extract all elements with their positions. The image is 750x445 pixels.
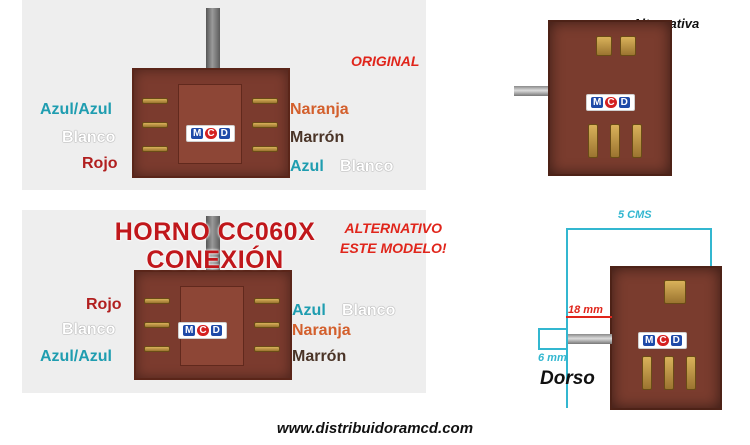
wire-label-right-3b: Blanco — [340, 158, 394, 175]
terminal — [664, 280, 686, 304]
terminal — [252, 146, 278, 152]
depth-dimension-label: 18 mm — [568, 304, 603, 316]
wire-label-right-3: Marrón — [292, 348, 347, 365]
logo-letter: D — [218, 128, 230, 139]
oven-model-title: HORNO CC060X CONEXIÓN — [95, 218, 335, 274]
terminal — [254, 346, 280, 352]
terminal — [588, 124, 598, 158]
terminal — [596, 36, 612, 56]
oven-model-title-line2: CONEXIÓN — [146, 246, 284, 274]
switch-center-block — [178, 84, 242, 164]
depth-dimension-line — [566, 316, 612, 346]
terminal — [632, 124, 642, 158]
terminal — [252, 98, 278, 104]
terminal — [142, 146, 168, 152]
switch-center-block — [180, 286, 244, 366]
terminal — [252, 122, 278, 128]
wire-label-right-1: Naranja — [290, 101, 349, 118]
switch-shaft-horizontal — [568, 334, 612, 344]
terminal — [144, 298, 170, 304]
terminal — [620, 36, 636, 56]
switch-shaft — [206, 216, 220, 272]
original-tag: ORIGINAL — [351, 53, 420, 69]
width-dimension-label: 5 CMS — [618, 209, 652, 221]
terminal — [610, 124, 620, 158]
mcd-logo: M C D — [186, 125, 235, 142]
terminal — [254, 322, 280, 328]
wire-label-right-2: Naranja — [292, 322, 351, 339]
logo-letter: D — [670, 335, 682, 346]
logo-letter: C — [205, 128, 217, 139]
wire-label-left-3: Rojo — [82, 155, 118, 172]
wire-label-right-2: Marrón — [290, 129, 345, 146]
wire-label-right-1a: Azul — [292, 302, 326, 319]
logo-letter: M — [643, 335, 656, 346]
wire-label-left-3: Azul/Azul — [40, 348, 112, 365]
switch-shaft-horizontal — [514, 86, 564, 96]
logo-letter: M — [191, 128, 204, 139]
dorso-switch-photo: M C D — [610, 266, 722, 410]
dorso-caption: Dorso — [540, 368, 595, 389]
alternative-wiring-photo: M C D Rojo Blanco Azul/Azul Azul Blanco … — [22, 210, 426, 393]
wire-label-left-1: Rojo — [86, 296, 122, 313]
oven-model-title-line1: HORNO CC060X — [114, 218, 316, 246]
terminal — [664, 356, 674, 390]
alternativa-switch-photo: M C D — [548, 20, 672, 176]
wire-label-left-1: Azul/Azul — [40, 101, 112, 118]
logo-letter: C — [657, 335, 669, 346]
switch-shaft — [206, 8, 220, 72]
terminal — [144, 322, 170, 328]
shaft-dimension-label: 6 mm — [538, 352, 567, 364]
wire-label-right-3a: Azul — [290, 158, 324, 175]
original-wiring-photo: M C D Azul/Azul Blanco Rojo Naranja Marr… — [22, 0, 426, 190]
switch-body — [132, 68, 290, 178]
wire-label-left-2: Blanco — [62, 321, 116, 338]
terminal — [142, 122, 168, 128]
logo-letter: C — [197, 325, 209, 336]
terminal — [144, 346, 170, 352]
logo-letter: C — [605, 97, 617, 108]
logo-letter: D — [210, 325, 222, 336]
alternative-note-line1: ALTERNATIVO — [344, 220, 443, 236]
mcd-logo: M C D — [586, 94, 635, 111]
wire-label-right-1b: Blanco — [342, 302, 396, 319]
alternative-note: ALTERNATIVO ESTE MODELO! — [340, 218, 447, 258]
website-url[interactable]: www.distribuidoramcd.com — [276, 420, 474, 437]
terminal — [686, 356, 696, 390]
logo-letter: M — [183, 325, 196, 336]
mcd-logo: M C D — [178, 322, 227, 339]
terminal — [254, 298, 280, 304]
logo-letter: D — [618, 97, 630, 108]
alternative-note-line2: ESTE MODELO! — [340, 240, 447, 256]
wire-label-left-2: Blanco — [62, 129, 116, 146]
shaft-dimension-box — [538, 328, 568, 350]
logo-letter: M — [591, 97, 604, 108]
terminal — [142, 98, 168, 104]
terminal — [642, 356, 652, 390]
mcd-logo: M C D — [638, 332, 687, 349]
